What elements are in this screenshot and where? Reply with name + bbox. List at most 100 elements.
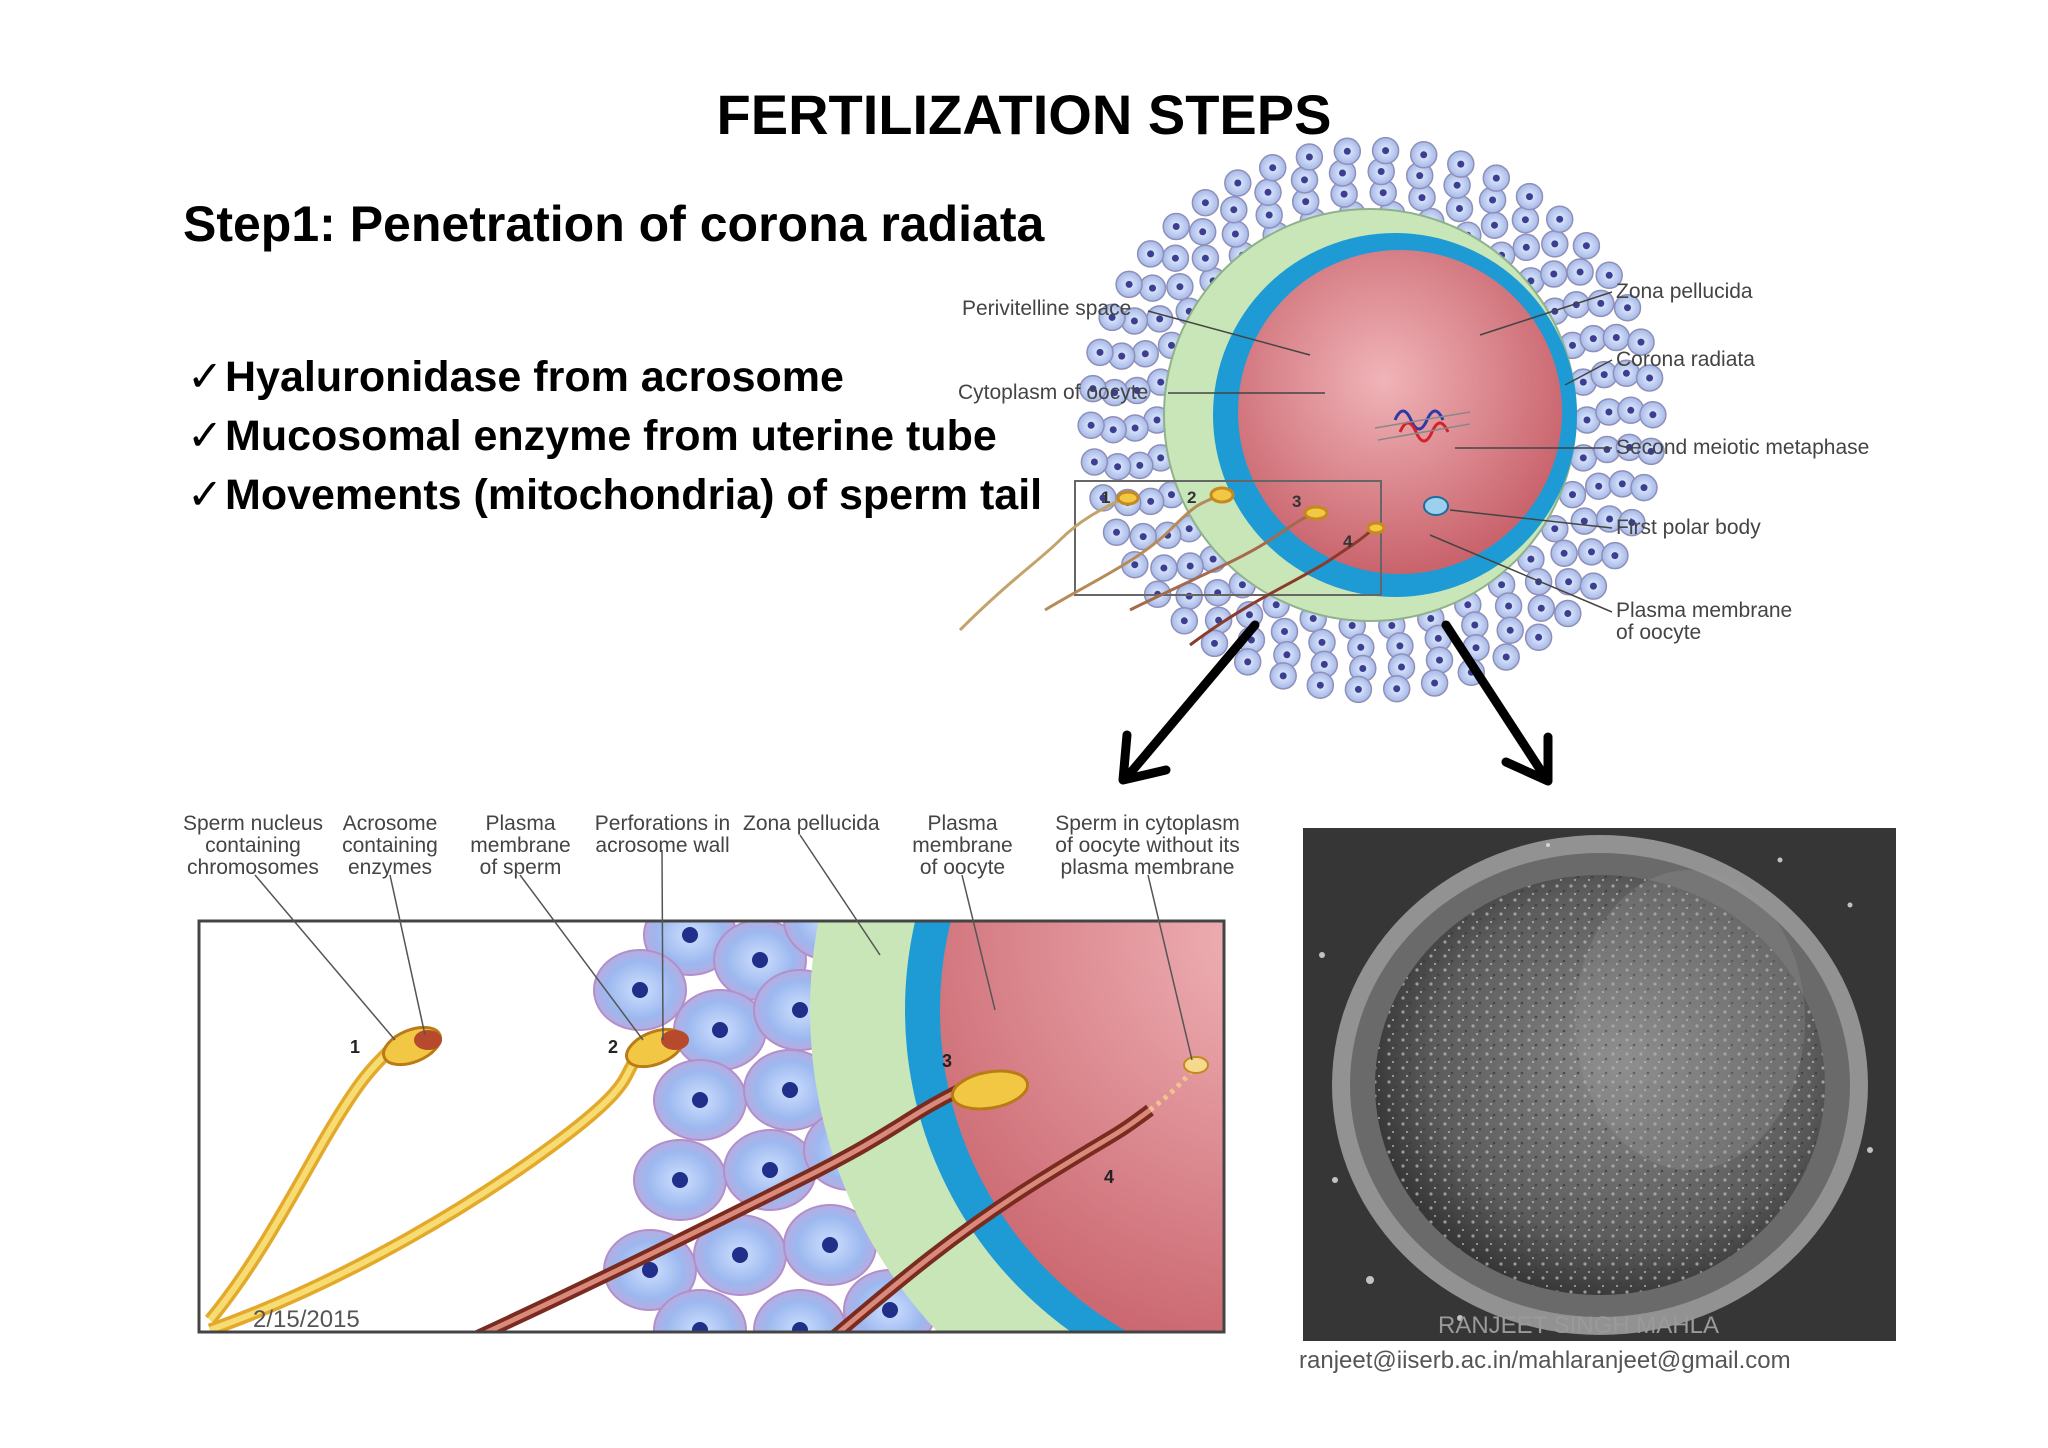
first-polar-body bbox=[1423, 496, 1449, 516]
cell-nucleus bbox=[1114, 463, 1122, 471]
cell-nucleus bbox=[1456, 205, 1463, 212]
cell-nucleus bbox=[1269, 164, 1277, 172]
label-zona-pellucida: Zona pellucida bbox=[1616, 280, 1753, 303]
cell-nucleus bbox=[1157, 378, 1165, 386]
cell-nucleus bbox=[1580, 517, 1588, 525]
label-zona-pellucida-bottom: Zona pellucida bbox=[743, 812, 880, 835]
diagram-frame bbox=[197, 919, 1226, 1334]
cell-nucleus bbox=[1579, 454, 1587, 462]
cell-nucleus bbox=[1436, 656, 1443, 664]
cell-nucleus bbox=[1113, 528, 1120, 536]
cell-nucleus bbox=[1600, 371, 1608, 379]
arrows bbox=[1118, 620, 1553, 786]
cell-nucleus bbox=[1606, 515, 1614, 523]
cell-nucleus bbox=[1087, 421, 1095, 429]
cell-nucleus bbox=[1234, 179, 1242, 187]
cell-nucleus bbox=[1589, 582, 1597, 590]
bullet-item: ✓Movements (mitochondria) of sperm tail bbox=[187, 466, 1042, 525]
cell-nucleus bbox=[1551, 525, 1559, 533]
cell-nucleus bbox=[1133, 387, 1141, 394]
cell-nucleus bbox=[1560, 549, 1568, 557]
cell-nucleus bbox=[1612, 334, 1620, 341]
cell-nucleus bbox=[1320, 660, 1328, 668]
meiotic-spindle bbox=[1374, 409, 1471, 443]
cell-nucleus bbox=[1431, 679, 1439, 687]
cell-nucleus bbox=[1211, 639, 1218, 647]
cell-nucleus bbox=[1147, 497, 1155, 505]
cell-nucleus bbox=[1108, 313, 1116, 321]
label-perivitelline-space: Perivitelline space bbox=[962, 297, 1132, 320]
cell-nucleus bbox=[1283, 651, 1291, 659]
cell-nucleus bbox=[1637, 338, 1645, 346]
cell-nucleus bbox=[1498, 581, 1506, 589]
cell-nucleus bbox=[1209, 555, 1217, 563]
cell-nucleus bbox=[1176, 283, 1184, 291]
cell-nucleus bbox=[632, 982, 648, 998]
sperm-number-4: 4 bbox=[1343, 532, 1353, 551]
cell-nucleus bbox=[1131, 561, 1139, 569]
label-cytoplasm-of-oocyte: Cytoplasm of oocyte bbox=[958, 381, 1149, 404]
sperm-4 bbox=[829, 1056, 1209, 1332]
cell-nucleus bbox=[1472, 644, 1480, 652]
cell-nucleus bbox=[1136, 461, 1144, 469]
cell-nucleus bbox=[762, 1162, 778, 1178]
cell-nucleus bbox=[1096, 348, 1104, 356]
check-icon: ✓ bbox=[187, 471, 224, 519]
label-first-polar-body: First polar body bbox=[1616, 516, 1761, 539]
cell-nucleus bbox=[822, 1237, 838, 1253]
cell-nucleus bbox=[1627, 406, 1635, 414]
sperm-number-1: 1 bbox=[350, 1037, 360, 1057]
cell-nucleus bbox=[1153, 416, 1161, 424]
label-perforations: Perforations in acrosome wall bbox=[594, 812, 731, 857]
label-sperm-nucleus: Sperm nucleus containing chromosomes bbox=[182, 812, 324, 879]
cell-nucleus bbox=[1624, 304, 1631, 312]
cell-nucleus bbox=[692, 1092, 708, 1108]
cell-nucleus bbox=[1535, 633, 1543, 641]
cell-nucleus bbox=[1416, 172, 1424, 180]
check-icon: ✓ bbox=[187, 412, 224, 460]
footer-email: ranjeet@iiserb.ac.in/mahlaranjeet@gmail.… bbox=[1299, 1347, 1791, 1374]
cell-nucleus bbox=[682, 927, 698, 943]
cell-nucleus bbox=[1168, 491, 1175, 499]
label-sperm-in-cytoplasm: Sperm in cytoplasm of oocyte without its… bbox=[1055, 812, 1240, 879]
cell-nucleus bbox=[1396, 642, 1404, 650]
cell-nucleus bbox=[1597, 299, 1605, 307]
cell-nucleus bbox=[1434, 634, 1442, 642]
cell-nucleus bbox=[1339, 169, 1346, 177]
cell-nucleus bbox=[1492, 174, 1500, 182]
cell-nucleus bbox=[1149, 284, 1156, 292]
cell-nucleus bbox=[882, 1302, 898, 1318]
bullet-list: ✓Hyaluronidase from acrosome ✓Mucosomal … bbox=[187, 348, 1042, 525]
cell-nucleus bbox=[1628, 519, 1636, 527]
cell-nucleus bbox=[1305, 153, 1313, 161]
cell-nucleus bbox=[1185, 592, 1193, 600]
cell-nucleus bbox=[1427, 615, 1435, 622]
sperm-3 bbox=[471, 1069, 1030, 1332]
cell-nucleus bbox=[1265, 211, 1273, 219]
cell-nucleus bbox=[1379, 189, 1387, 197]
cell-nucleus bbox=[1231, 230, 1239, 238]
cell-nucleus bbox=[1521, 216, 1529, 224]
cell-nucleus bbox=[1238, 581, 1246, 589]
cell-nucleus bbox=[1199, 228, 1207, 236]
cell-nucleus bbox=[1090, 458, 1098, 466]
cell-nucleus bbox=[1230, 206, 1238, 214]
cell-nucleus bbox=[792, 1322, 808, 1332]
cell-nucleus bbox=[1318, 638, 1326, 646]
label-second-meiotic-metaphase: Second meiotic metaphase bbox=[1616, 436, 1870, 459]
cell-nucleus bbox=[1464, 601, 1472, 609]
slide-title: FERTILIZATION STEPS bbox=[716, 83, 1332, 146]
cell-nucleus bbox=[1156, 315, 1164, 323]
cell-nucleus bbox=[1588, 548, 1595, 556]
cell-nucleus bbox=[1125, 280, 1133, 288]
cell-nucleus bbox=[1348, 622, 1356, 629]
top-leader-lines bbox=[1147, 291, 1613, 613]
arrow-left-head bbox=[1118, 730, 1171, 785]
cell-nucleus bbox=[1502, 653, 1510, 661]
cell-nucleus bbox=[1418, 194, 1426, 202]
oocyte-cytoplasm-enlarged bbox=[940, 921, 1224, 1332]
cell-nucleus bbox=[1605, 408, 1613, 416]
top-sperms bbox=[958, 486, 1386, 647]
cell-nucleus bbox=[1168, 341, 1175, 349]
footer-date: 2/15/2015 bbox=[253, 1306, 360, 1333]
